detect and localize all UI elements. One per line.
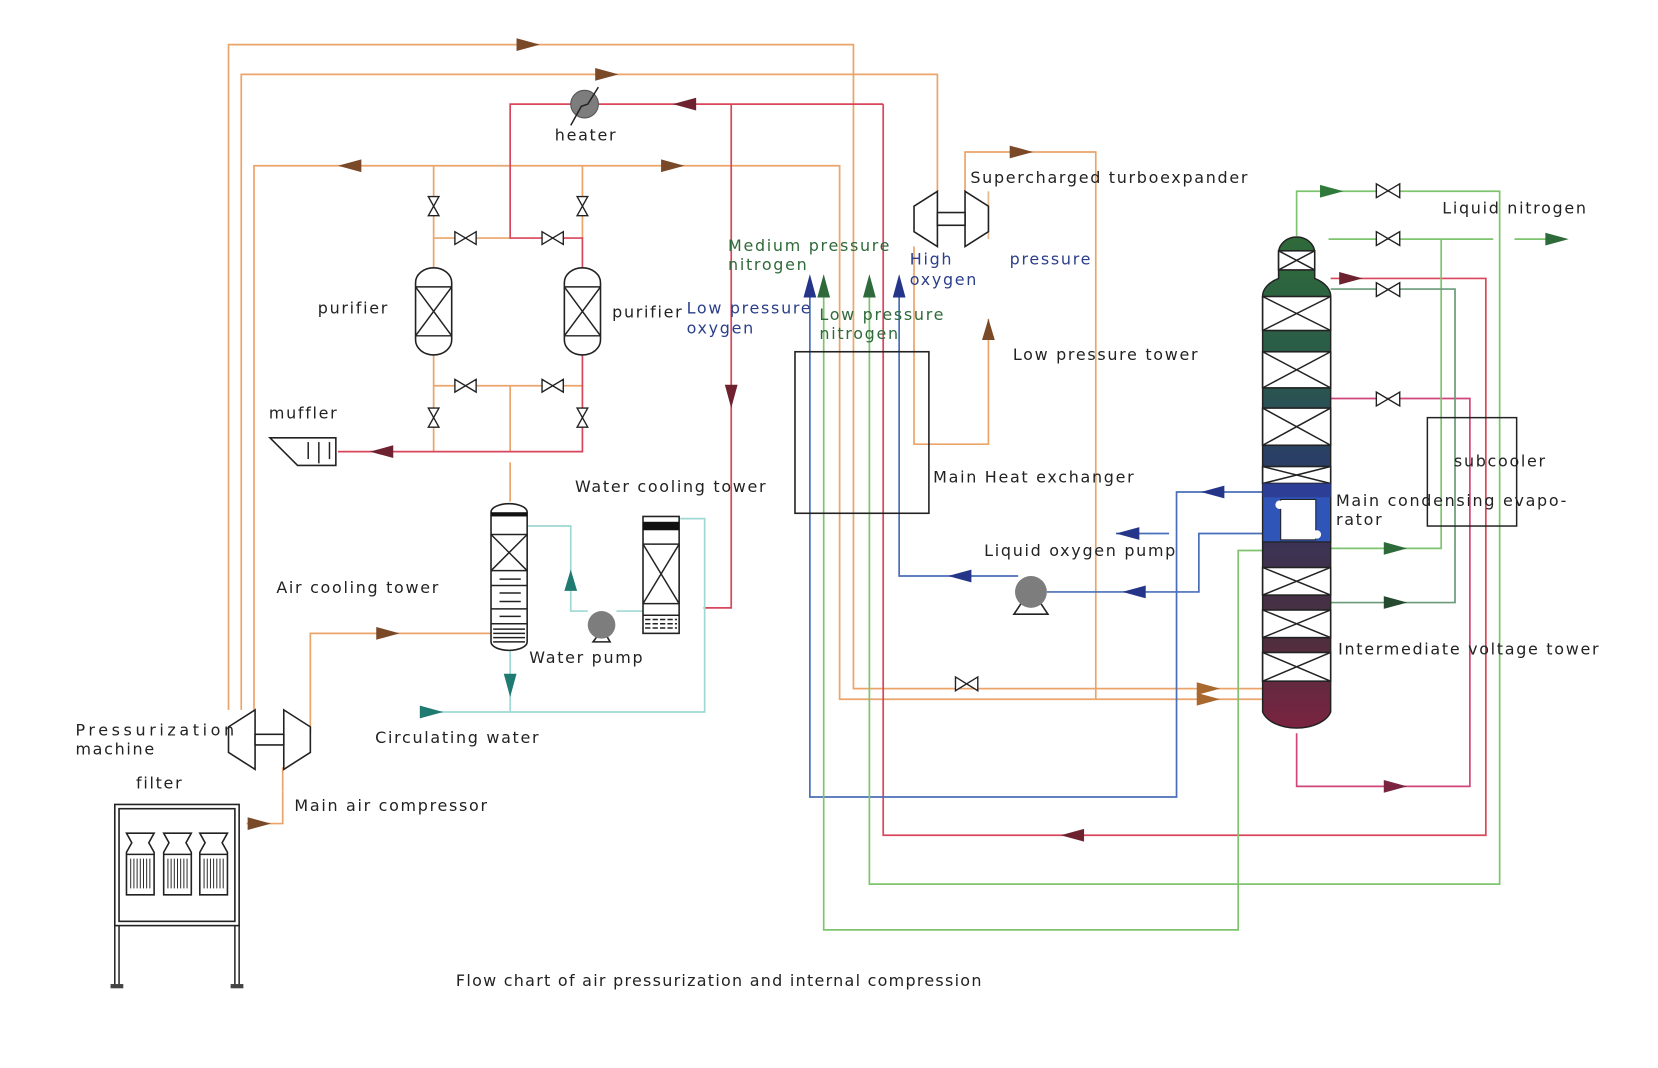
- valve-icon[interactable]: [427, 407, 441, 428]
- arrow-oxygen: [892, 274, 906, 298]
- valve-icon[interactable]: [1375, 281, 1401, 298]
- packing-beds: [1261, 295, 1332, 682]
- air-pipes: [227, 43, 1265, 825]
- valve-icon[interactable]: [575, 407, 589, 428]
- water-pump-icon[interactable]: [587, 611, 616, 643]
- arrow-oxygen: [1200, 485, 1225, 499]
- arrow-nitrogen: [1383, 541, 1408, 555]
- arrow-air: [595, 68, 619, 81]
- arrow-waste: [724, 384, 738, 409]
- circulating-water-label: Circulating water: [375, 728, 540, 747]
- arrow-oxygen: [803, 274, 817, 298]
- subcooler-label: subcooler: [1454, 452, 1547, 471]
- main-condensing-evaporator-label: Main condensing evapo-: [1336, 491, 1568, 510]
- arrow-waste: [1060, 828, 1085, 842]
- arrow-oxygen: [948, 569, 972, 583]
- valve-icon[interactable]: [427, 195, 441, 217]
- pressurization-machine-label-2: machine: [75, 740, 155, 759]
- heater-icon[interactable]: [570, 86, 599, 126]
- main-condensing-evaporator-icon[interactable]: [1261, 482, 1332, 543]
- high-pressure-oxygen-label-2: oxygen: [910, 270, 978, 289]
- heater-label: heater: [555, 125, 617, 144]
- main-air-compressor-label: Main air compressor: [294, 796, 488, 815]
- valve-icon[interactable]: [1375, 182, 1401, 199]
- liquid-oxygen-pump-icon[interactable]: [1012, 575, 1050, 616]
- arrow-air: [1009, 145, 1034, 159]
- arrow-nitrogen: [1320, 184, 1344, 198]
- water-cooling-tower-label: Water cooling tower: [575, 477, 767, 496]
- water-cooling-tower-icon[interactable]: [642, 515, 680, 635]
- arrow-oxygen: [1122, 585, 1146, 599]
- purifier-right-label: purifier: [612, 303, 683, 322]
- arrow-nitrogen: [817, 274, 831, 298]
- arrow-air: [1196, 682, 1221, 695]
- intermediate-voltage-tower-label: Intermediate voltage tower: [1338, 640, 1600, 659]
- arrow-air: [516, 38, 540, 52]
- low-pressure-nitrogen-label: Low pressure: [819, 305, 945, 324]
- muffler-icon[interactable]: [268, 437, 337, 467]
- purifier-left-icon[interactable]: [414, 267, 453, 356]
- valve-icon[interactable]: [541, 230, 564, 246]
- valves: [427, 182, 1401, 692]
- nitrogen-pipes: [822, 190, 1563, 931]
- medium-pressure-nitrogen-label: Medium pressure: [728, 236, 891, 255]
- arrow-oxygen: [1115, 527, 1140, 540]
- arrow-waste: [1383, 780, 1408, 793]
- water-pump-label: Water pump: [529, 648, 644, 667]
- filter-label: filter: [136, 774, 183, 793]
- arrow-nitrogen: [1545, 232, 1569, 246]
- valve-icon[interactable]: [575, 195, 589, 217]
- liquid-oxygen-pump-label: Liquid oxygen pump: [984, 541, 1177, 560]
- compressor-icon[interactable]: [227, 708, 312, 771]
- valve-icon[interactable]: [1375, 230, 1401, 247]
- air-cooling-tower-label: Air cooling tower: [276, 578, 440, 597]
- low-pressure-tower-label: Low pressure tower: [1013, 345, 1199, 364]
- arrow-air: [247, 817, 272, 830]
- air-cooling-tower-icon[interactable]: [490, 502, 528, 652]
- main-heat-exchanger-label: Main Heat exchanger: [933, 467, 1135, 486]
- supercharged-turboexpander-label: Supercharged turboexpander: [970, 168, 1249, 187]
- turboexpander-icon[interactable]: [913, 189, 990, 248]
- water-pipes: [423, 517, 706, 713]
- low-pressure-oxygen-label-2: oxygen: [687, 319, 755, 338]
- valve-icon[interactable]: [454, 230, 477, 246]
- flow-arrows: [247, 38, 1569, 842]
- arrow-air: [376, 626, 400, 640]
- main-condensing-evaporator-label-2: rator: [1336, 510, 1383, 529]
- diagram-caption: Flow chart of air pressurization and int…: [456, 971, 983, 990]
- filter-cartridges: [125, 832, 229, 896]
- arrow-air: [1196, 692, 1221, 706]
- main-heat-exchanger-icon[interactable]: [794, 350, 930, 515]
- arrow-water: [419, 705, 444, 719]
- arrow-waste: [672, 97, 697, 111]
- valve-icon[interactable]: [954, 675, 979, 692]
- high-pressure-oxygen-label-3: pressure: [1010, 250, 1092, 269]
- purifier-right-icon[interactable]: [563, 267, 602, 356]
- arrow-nitrogen: [863, 274, 876, 298]
- purifier-left-label: purifier: [318, 298, 389, 317]
- subcooler-icon[interactable]: [1426, 416, 1518, 527]
- arrow-air: [982, 318, 995, 341]
- arrow-waste: [1339, 272, 1363, 285]
- arrow-water: [564, 569, 578, 591]
- arrow-air: [337, 159, 362, 173]
- arrow-air: [661, 159, 685, 173]
- valve-icon[interactable]: [1375, 390, 1401, 408]
- labels: heater purifier purifier muffler Water c…: [75, 125, 1600, 990]
- high-pressure-oxygen-label: High: [910, 250, 953, 269]
- pressurization-machine-label: Pressurization: [75, 720, 237, 739]
- liquid-nitrogen-label: Liquid nitrogen: [1442, 199, 1587, 218]
- distillation-column-icon[interactable]: [1261, 236, 1332, 729]
- muffler-label: muffler: [269, 404, 339, 423]
- medium-pressure-nitrogen-label-2: nitrogen: [728, 255, 808, 274]
- valve-icon[interactable]: [454, 378, 477, 394]
- arrow-nitrogen: [1383, 596, 1408, 609]
- low-pressure-oxygen-label: Low pressure: [687, 298, 813, 317]
- valve-icon[interactable]: [541, 378, 564, 394]
- arrow-water: [503, 673, 517, 698]
- arrow-waste: [369, 445, 394, 459]
- filter-icon[interactable]: [110, 803, 244, 989]
- low-pressure-nitrogen-label-2: nitrogen: [819, 324, 899, 343]
